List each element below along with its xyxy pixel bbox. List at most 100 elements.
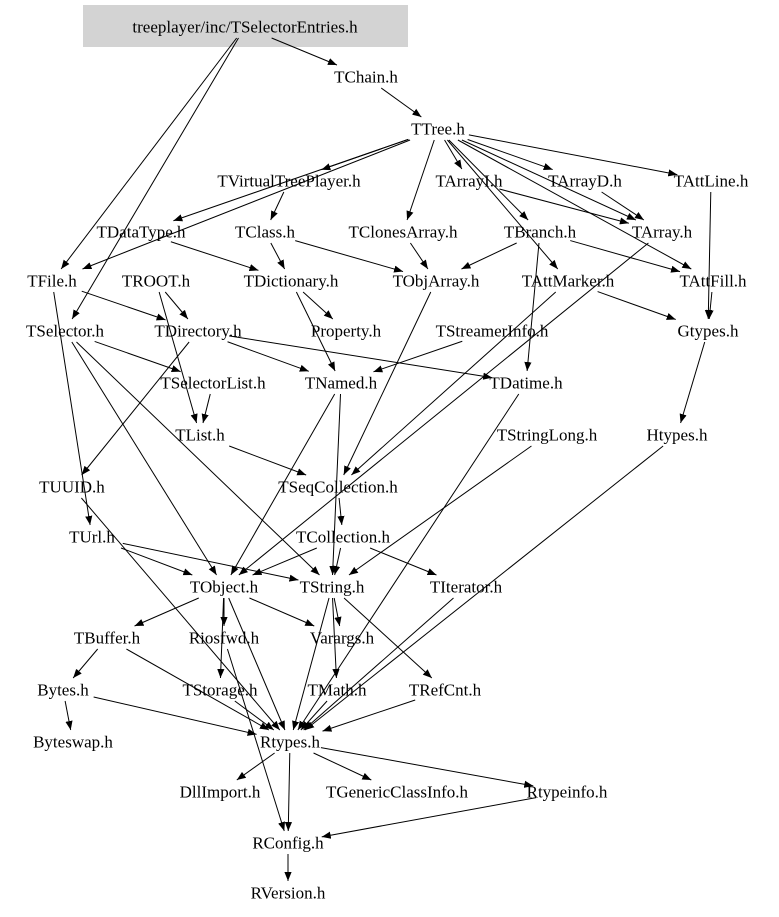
edge-TBranch-h-to-TObjArray-h	[461, 242, 517, 270]
edge-TString-h-to-TMath-h	[332, 597, 340, 679]
edge-TCollection-h-to-TString-h	[333, 547, 342, 576]
edge-TBranch-h-to-TDatime-h	[524, 242, 540, 372]
node-tdatime-h[interactable]: TDatime.h	[489, 374, 563, 393]
edge-TBuffer-h-to-Rtypes-h	[126, 648, 270, 731]
node-tattline-h[interactable]: TAttLine.h	[674, 172, 749, 191]
root-node-label[interactable]: treeplayer/inc/TSelectorEntries.h	[132, 18, 358, 37]
node-tseqcollection-h[interactable]: TSeqCollection.h	[278, 478, 398, 497]
edge-Bytes-h-to-Byteswap-h	[64, 700, 73, 731]
node-tmath-h[interactable]: TMath.h	[307, 681, 367, 700]
edge-TTree-h-to-TAttFill-h	[457, 139, 692, 270]
edge-TTree-h-to-TClonesArray-h	[406, 139, 435, 221]
node-titerator-h[interactable]: TIterator.h	[430, 578, 503, 597]
node-tclass-h[interactable]: TClass.h	[235, 223, 295, 242]
edge-TTree-h-to-TAttLine-h	[468, 134, 678, 177]
edge-Rtypes-h-to-TGenericClassInfo-h	[313, 752, 372, 781]
node-turl-h[interactable]: TUrl.h	[69, 528, 115, 547]
node-tcollection-h[interactable]: TCollection.h	[296, 528, 390, 547]
node-tgenericclassinfo-h[interactable]: TGenericClassInfo.h	[326, 783, 469, 802]
edge-TFile-h-to-TUrl-h	[53, 291, 93, 526]
node-tlist-h[interactable]: TList.h	[175, 426, 225, 445]
edge-TTree-h-to-TArray-h	[461, 139, 637, 221]
node-rversion-h[interactable]: RVersion.h	[251, 884, 326, 903]
edge-TObject-h-to-TBuffer-h	[134, 597, 199, 627]
edge-TStringLong-h-to-TString-h	[348, 445, 532, 576]
node-tobjarray-h[interactable]: TObjArray.h	[393, 272, 480, 291]
edge-TTree-h-to-TArrayD-h	[467, 139, 553, 171]
edge-Rtypes-h-to-Rtypeinfo-h	[320, 747, 534, 788]
edge-TDataType-h-to-TDictionary-h	[170, 241, 259, 271]
edge-TAttMarker-h-to-TSeqCollection-h	[351, 291, 557, 476]
node-tclonesarray-h[interactable]: TClonesArray.h	[349, 223, 458, 242]
edge-TROOT-h-to-TList-h	[158, 291, 198, 424]
node-tselectorlist-h[interactable]: TSelectorList.h	[160, 374, 266, 393]
node-rconfig-h[interactable]: RConfig.h	[252, 834, 324, 853]
node-rtypes-h[interactable]: Rtypes.h	[260, 733, 320, 752]
node-tuuid-h[interactable]: TUUID.h	[39, 478, 105, 497]
node-tarrayd-h[interactable]: TArrayD.h	[548, 172, 622, 191]
edge-TObject-h-to-Varargs-h	[249, 597, 315, 627]
edge-TUrl-h-to-TString-h	[122, 542, 299, 582]
node-troot-h[interactable]: TROOT.h	[122, 272, 191, 291]
node-tstringlong-h[interactable]: TStringLong.h	[497, 426, 598, 445]
edge-TNamed-h-to-TObject-h	[230, 393, 336, 576]
edge-TString-h-to-TRefCnt-h	[343, 597, 433, 679]
edge-TNamed-h-to-TString-h	[329, 393, 342, 576]
edge-Rtypes-h-to-RConfig-h	[284, 752, 293, 832]
edge-TAttMarker-h-to-Gtypes-h	[597, 291, 676, 320]
node-tfile-h[interactable]: TFile.h	[27, 272, 77, 291]
node-tdatatype-h[interactable]: TDataType.h	[97, 223, 186, 242]
node-rtypeinfo-h[interactable]: Rtypeinfo.h	[527, 783, 608, 802]
node-tattmarker-h[interactable]: TAttMarker.h	[522, 272, 615, 291]
edge-TTree-h-to-TDataType-h	[173, 138, 409, 222]
node-dllimport-h[interactable]: DllImport.h	[180, 783, 261, 802]
node-varargs-h[interactable]: Varargs.h	[310, 629, 375, 648]
edges-layer	[53, 37, 714, 881]
edge-TSelector-h-to-TString-h	[76, 341, 320, 576]
edge-treeplayer-inc-TSelectorEntries-h-to-TFile-h	[60, 37, 238, 270]
edge-TTree-h-to-TFile-h	[82, 139, 411, 270]
edge-TList-h-to-TSeqCollection-h	[229, 445, 307, 476]
node-tarrayi-h[interactable]: TArrayI.h	[435, 172, 503, 191]
edge-TClonesArray-h-to-TObjArray-h	[409, 242, 429, 270]
edge-TCollection-h-to-TObject-h	[252, 547, 318, 576]
node-tbuffer-h[interactable]: TBuffer.h	[74, 629, 141, 648]
node-tarray-h[interactable]: TArray.h	[632, 223, 693, 242]
edge-TTree-h-to-TAttMarker-h	[447, 139, 559, 270]
edge-TDictionary-h-to-Property-h	[302, 291, 334, 320]
node-tvirtualtreeplayer-h[interactable]: TVirtualTreePlayer.h	[217, 172, 361, 191]
node-byteswap-h[interactable]: Byteswap.h	[33, 733, 113, 752]
node-ttree-h[interactable]: TTree.h	[411, 120, 465, 139]
root-node-box	[83, 5, 408, 47]
edge-Htypes-h-to-Rtypes-h	[304, 445, 664, 731]
node-tnamed-h[interactable]: TNamed.h	[305, 374, 378, 393]
node-tbranch-h[interactable]: TBranch.h	[504, 223, 577, 242]
node-gtypes-h[interactable]: Gtypes.h	[678, 322, 739, 341]
node-tobject-h[interactable]: TObject.h	[190, 578, 259, 597]
node-htypes-h[interactable]: Htypes.h	[647, 426, 708, 445]
node-tstring-h[interactable]: TString.h	[300, 578, 365, 597]
node-tstorage-h[interactable]: TStorage.h	[182, 681, 258, 700]
edge-TBranch-h-to-TAttFill-h	[570, 240, 681, 273]
node-trefcnt-h[interactable]: TRefCnt.h	[409, 681, 482, 700]
edge-TRefCnt-h-to-Rtypes-h	[322, 699, 416, 732]
edge-TDirectory-h-to-TUUID-h	[81, 341, 190, 476]
node-bytes-h[interactable]: Bytes.h	[37, 681, 89, 700]
node-tattfill-h[interactable]: TAttFill.h	[679, 272, 747, 291]
edge-TArrayD-h-to-TArray-h	[601, 191, 645, 221]
edge-TString-h-to-Rtypes-h	[292, 597, 330, 731]
edge-TChain-h-to-TTree-h	[380, 87, 422, 118]
node-riosfwd-h[interactable]: Riosfwd.h	[189, 629, 260, 648]
edge-TDictionary-h-to-TNamed-h	[295, 291, 336, 372]
edge-TDirectory-h-to-TNamed-h	[227, 341, 309, 372]
node-tselector-h[interactable]: TSelector.h	[26, 322, 104, 341]
node-tchain-h[interactable]: TChain.h	[334, 68, 398, 87]
edge-TCollection-h-to-TIterator-h	[369, 547, 437, 576]
edge-treeplayer-inc-TSelectorEntries-h-to-TChain-h	[271, 37, 338, 66]
edge-Bytes-h-to-Rtypes-h	[93, 696, 257, 736]
node-tdirectory-h[interactable]: TDirectory.h	[154, 322, 242, 341]
node-tstreamerinfo-h[interactable]: TStreamerInfo.h	[436, 322, 549, 341]
node-property-h[interactable]: Property.h	[311, 322, 382, 341]
node-tdictionary-h[interactable]: TDictionary.h	[244, 272, 339, 291]
